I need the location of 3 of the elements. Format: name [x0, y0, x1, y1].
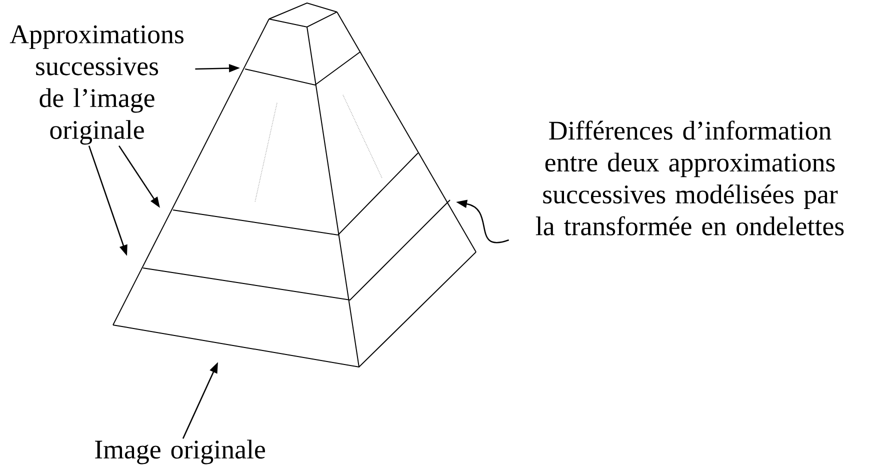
callout-text: Image originale — [95, 440, 265, 464]
callout-text: Approximations successives de l’image originale — [10, 25, 184, 145]
callout-text: Différences d’information entre deux approximations successives modélisées par la transformée en ondelettes — [536, 120, 844, 236]
